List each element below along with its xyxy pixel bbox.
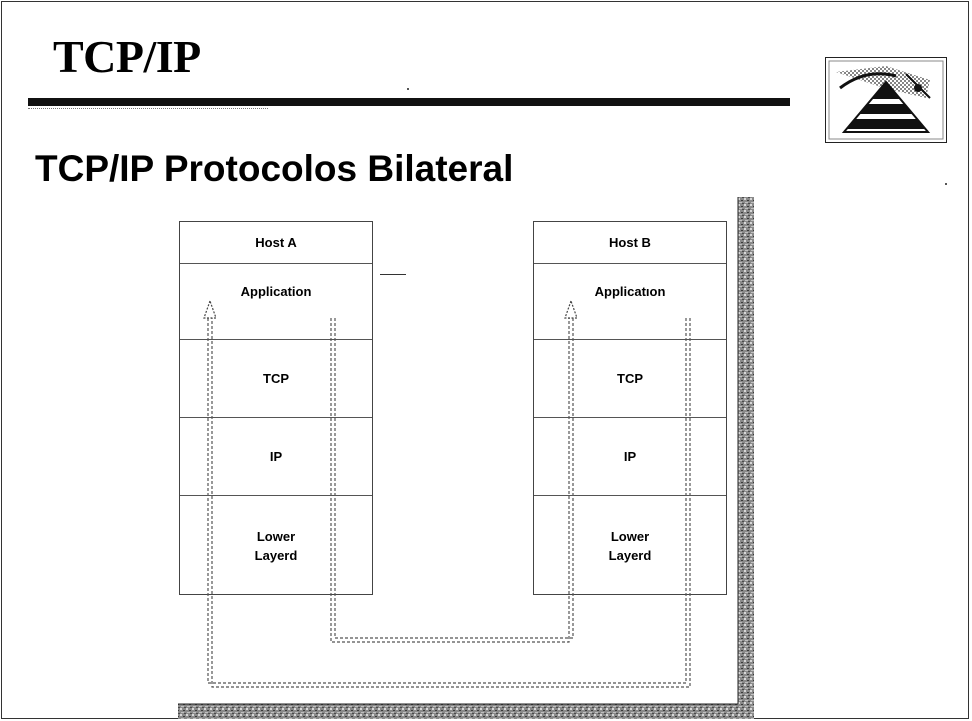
frame-right-bar xyxy=(738,197,754,719)
title-underline-shadow xyxy=(28,108,268,110)
host-b-application-layer: Applicatıon xyxy=(534,263,726,339)
host-a-tcp-layer: TCP xyxy=(180,339,372,417)
host-b-stack: Host B Applicatıon TCP IP Lower Layerd xyxy=(533,221,727,595)
host-b-ip-layer: IP xyxy=(534,417,726,495)
host-a-ip-layer: IP xyxy=(180,417,372,495)
host-a-stack: Host A Application TCP IP Lower Layerd xyxy=(179,221,373,595)
stray-dot-mark xyxy=(945,183,947,185)
inner-signal-path xyxy=(330,318,574,643)
slide-title: TCP/IP xyxy=(53,31,201,82)
frame-bottom-bar xyxy=(178,704,754,719)
host-a-application-layer: Application xyxy=(180,263,372,339)
host-a-lower-layer: Lower Layerd xyxy=(180,495,372,595)
host-a-up-arrow-icon xyxy=(203,299,217,319)
title-underline xyxy=(28,98,790,106)
stray-line-mark xyxy=(380,274,406,275)
host-b-lower-layer: Lower Layerd xyxy=(534,495,726,595)
host-b-up-arrow-icon xyxy=(564,299,578,319)
host-a-label: Host A xyxy=(255,235,297,250)
host-b-label: Host B xyxy=(609,235,651,250)
outer-signal-path xyxy=(207,318,691,688)
pyramid-logo-icon xyxy=(825,57,947,143)
slide-subtitle: TCP/IP Protocolos Bilateral xyxy=(35,148,514,189)
host-b-tcp-layer: TCP xyxy=(534,339,726,417)
stray-dot-mark xyxy=(407,88,409,90)
